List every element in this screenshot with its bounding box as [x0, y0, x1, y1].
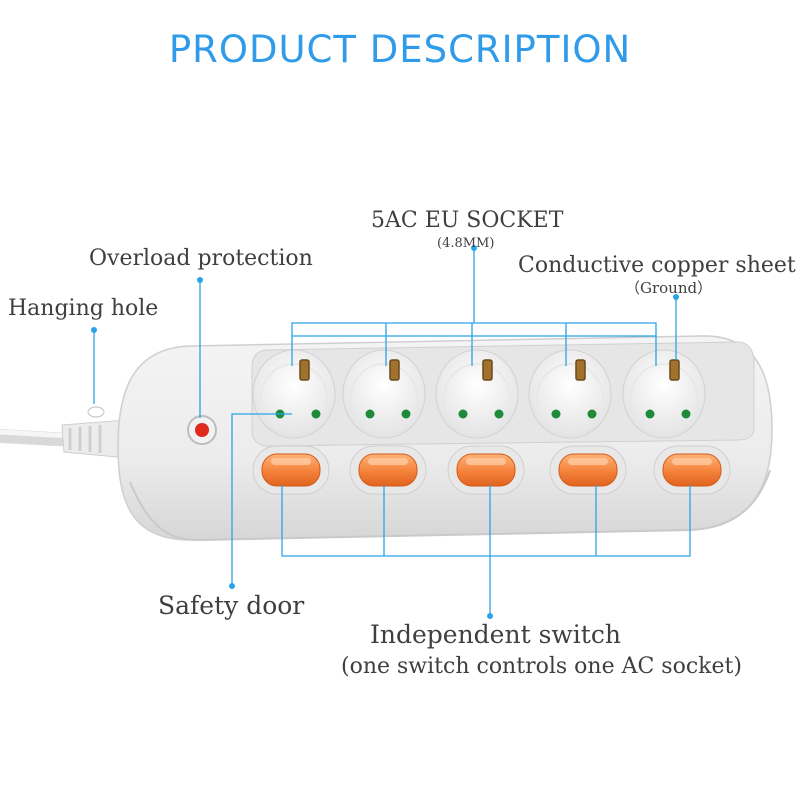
callout-lines	[93, 248, 691, 616]
socket-switch[interactable]	[558, 453, 618, 487]
socket-switch[interactable]	[261, 453, 321, 487]
socket-hole	[551, 409, 561, 419]
eu-socket	[435, 349, 519, 439]
switch-label: Independent switch	[370, 620, 621, 649]
overload-label: Overload protection	[89, 246, 313, 271]
hanging-hole-label: Hanging hole	[8, 296, 159, 321]
eu-socket	[622, 349, 706, 439]
callout-dots	[91, 245, 679, 619]
socket-hole	[401, 409, 411, 419]
socket-hole	[494, 409, 504, 419]
socket-switch[interactable]	[662, 453, 722, 487]
socket-size-label: (4.8MM)	[437, 236, 495, 251]
ground-label: （Ground）	[625, 279, 713, 297]
socket-hole	[365, 409, 375, 419]
socket-hole	[311, 409, 321, 419]
socket-hole	[681, 409, 691, 419]
ground-contact	[389, 359, 400, 381]
page-title: PRODUCT DESCRIPTION	[168, 28, 632, 71]
switch-note-label: (one switch controls one AC socket)	[341, 654, 742, 679]
socket-switch[interactable]	[358, 453, 418, 487]
eu-socket	[252, 349, 336, 439]
eu-socket	[342, 349, 426, 439]
hanging-hole	[87, 406, 105, 418]
socket-switch[interactable]	[456, 453, 516, 487]
ground-contact	[575, 359, 586, 381]
eu-socket	[528, 349, 612, 439]
power-cable	[0, 419, 129, 459]
socket-hole	[587, 409, 597, 419]
ground-contact	[669, 359, 680, 381]
overload-protection-button[interactable]	[187, 415, 217, 445]
ground-contact	[299, 359, 310, 381]
ground-contact	[482, 359, 493, 381]
socket-label: 5AC EU SOCKET	[371, 208, 564, 233]
conductive-label: Conductive copper sheet	[518, 253, 796, 278]
socket-hole	[458, 409, 468, 419]
safety-door-label: Safety door	[158, 591, 305, 620]
socket-hole	[645, 409, 655, 419]
